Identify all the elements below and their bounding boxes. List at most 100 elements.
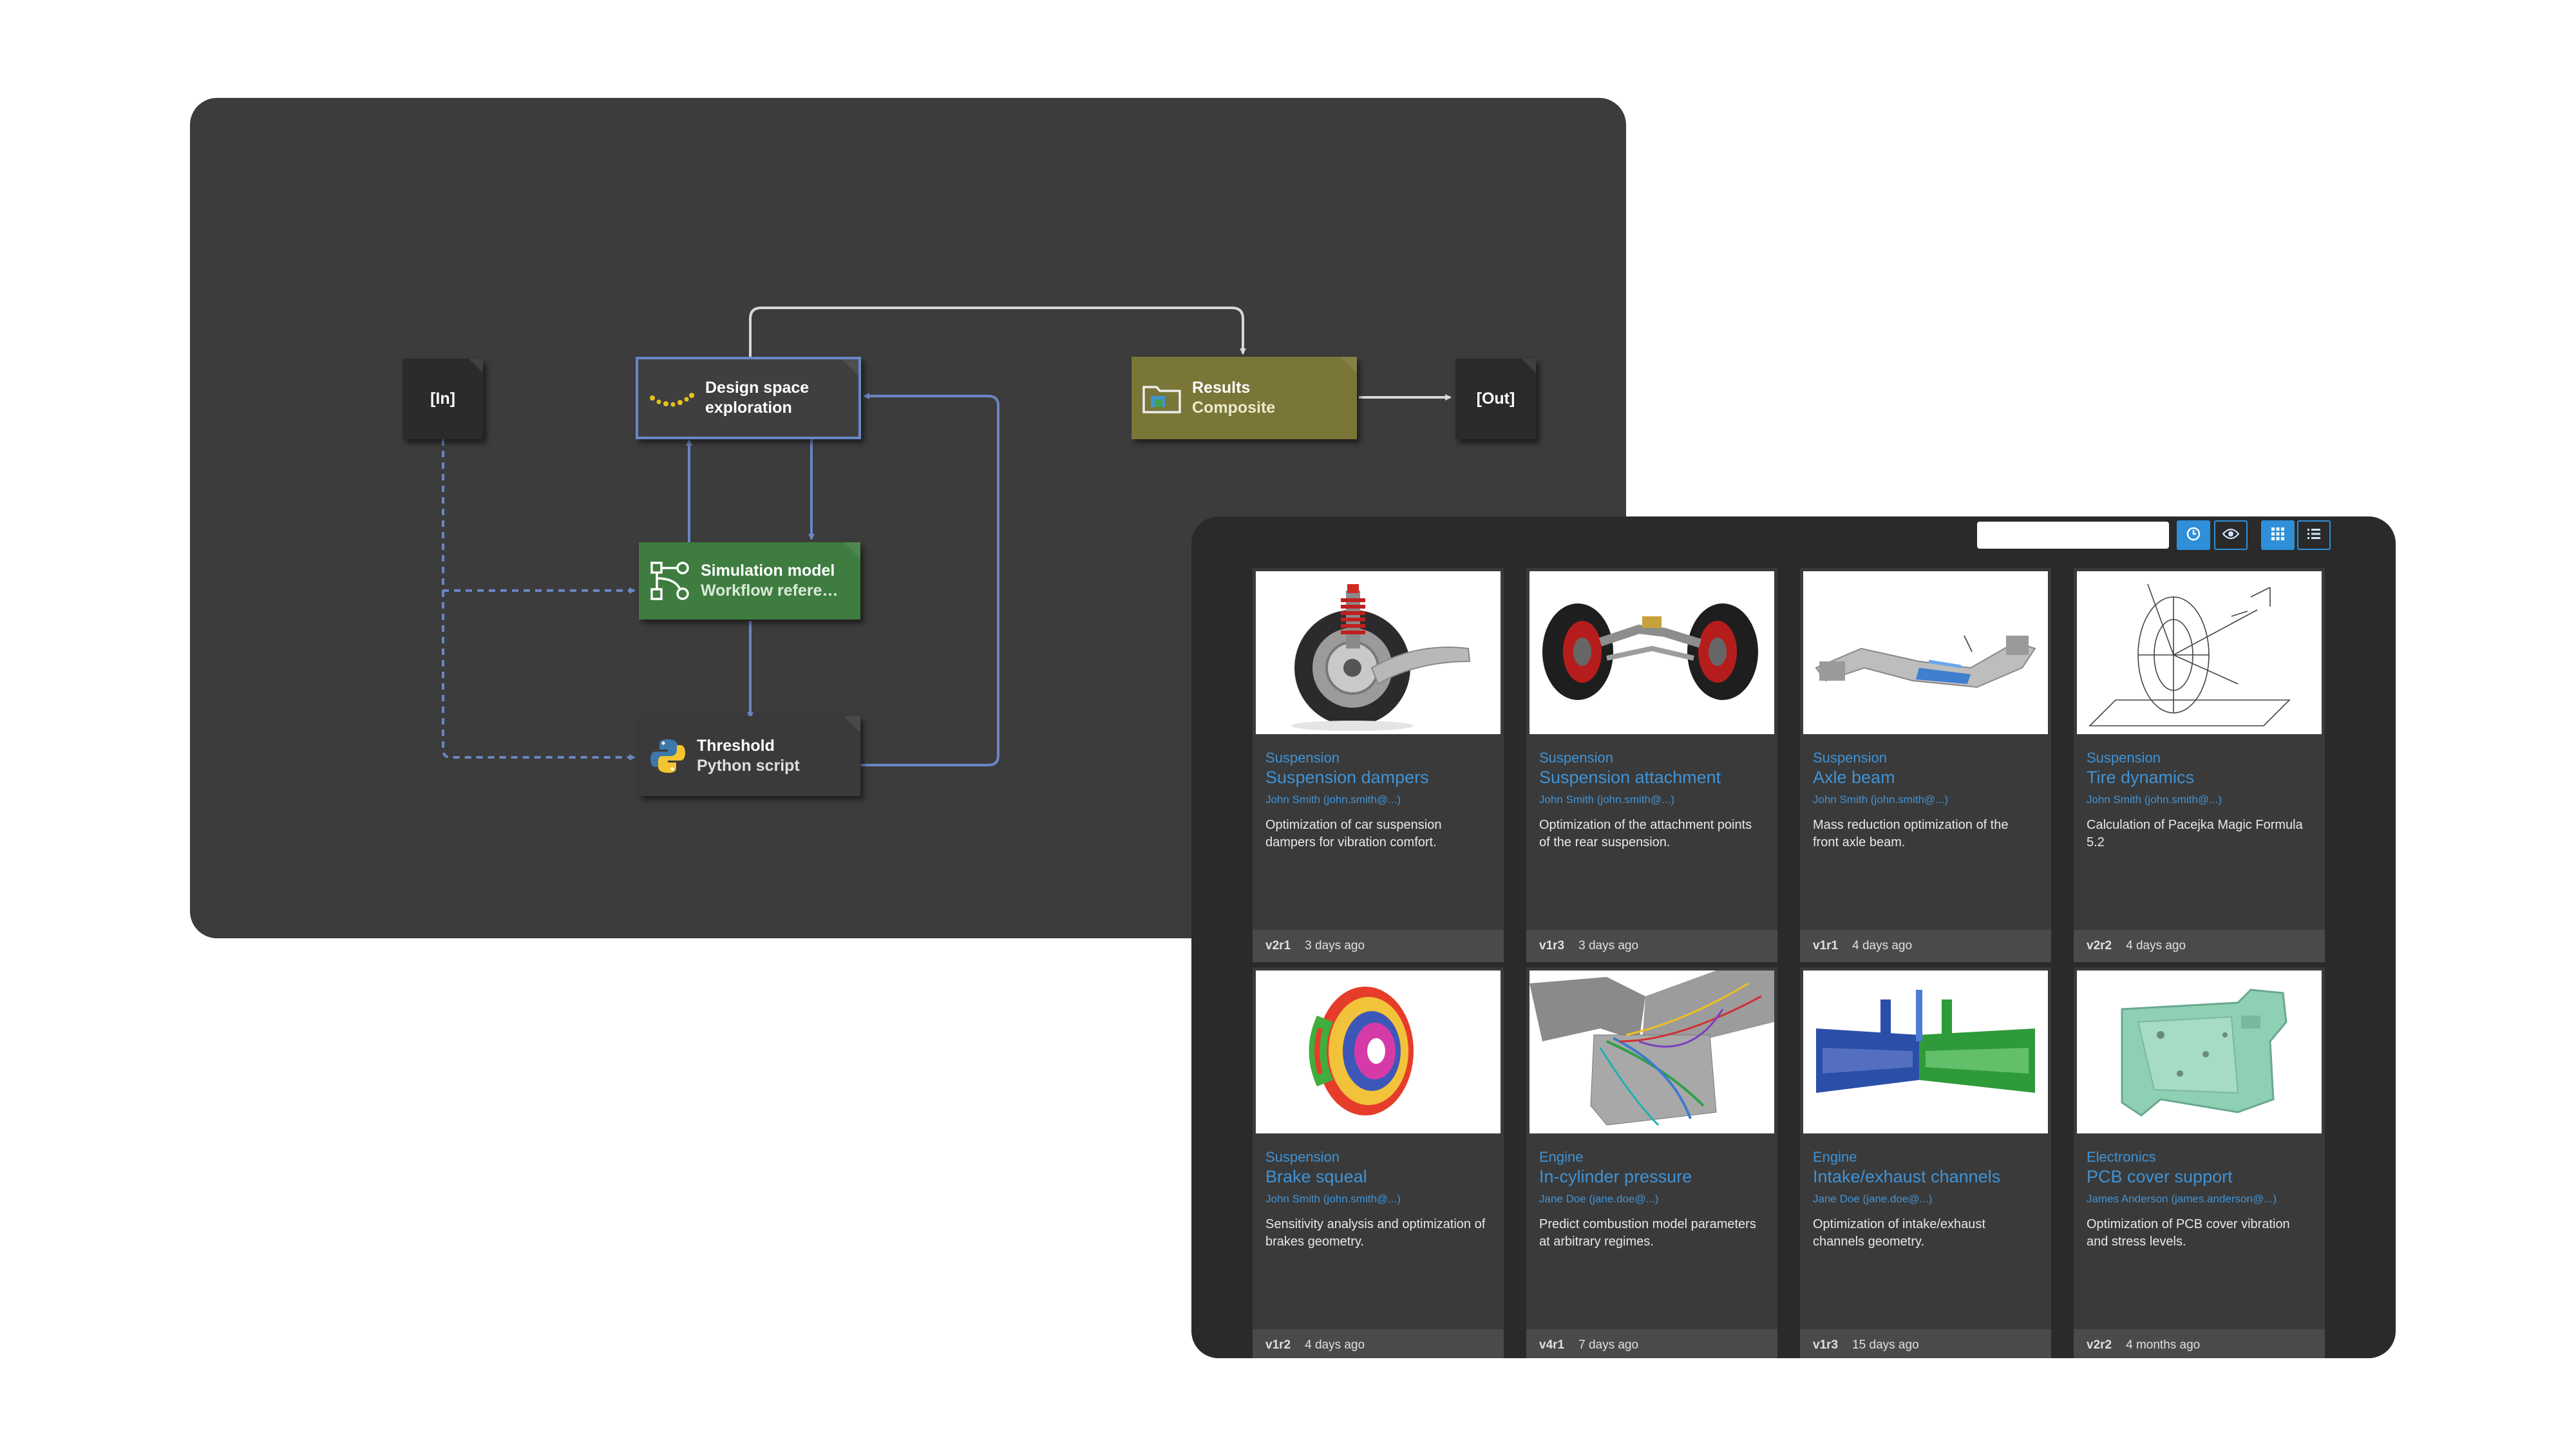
node-results-composite[interactable]: Results Composite xyxy=(1132,357,1357,439)
thumbnail-brake xyxy=(1256,971,1501,1133)
node-simulation-model[interactable]: Simulation model Workflow refere… xyxy=(639,542,860,620)
node-subtitle: Composite xyxy=(1192,399,1276,417)
project-card[interactable]: Electronics PCB cover support James Ande… xyxy=(2074,967,2325,1358)
node-design-space-exploration[interactable]: Design space exploration xyxy=(636,357,861,439)
card-title[interactable]: Intake/exhaust channels xyxy=(1813,1167,2001,1186)
thumbnail-tire-diagram xyxy=(2077,571,2322,734)
thumbnail-axle-beam xyxy=(1803,571,2048,734)
card-category[interactable]: Suspension xyxy=(1539,750,1613,766)
list-view-button[interactable] xyxy=(2297,520,2331,550)
folder-image-icon xyxy=(1142,382,1182,414)
card-author[interactable]: Jane Doe (jane.doe@...) xyxy=(1813,1193,1933,1205)
node-subtitle: exploration xyxy=(705,399,792,417)
card-author[interactable]: Jane Doe (jane.doe@...) xyxy=(1539,1193,1659,1205)
scatter-dots-icon xyxy=(649,385,695,411)
project-card[interactable]: Suspension Brake squeal John Smith (john… xyxy=(1253,967,1504,1358)
card-title[interactable]: Suspension dampers xyxy=(1265,768,1429,787)
python-icon xyxy=(649,737,687,775)
card-time: 15 days ago xyxy=(1852,1338,1919,1352)
card-version: v4r1 xyxy=(1539,1338,1565,1352)
thumbnail-axle-wheels xyxy=(1530,571,1774,734)
project-catalog: Suspension Suspension dampers John Smith… xyxy=(1191,516,2396,1358)
card-time: 4 days ago xyxy=(2126,939,2186,952)
wire-threshold-to-design xyxy=(860,393,999,766)
wire-in-to-sim xyxy=(442,439,636,594)
card-version: v2r2 xyxy=(2087,1338,2112,1352)
output-port[interactable]: [Out] xyxy=(1455,359,1536,439)
card-description: Sensitivity analysis and optimization of… xyxy=(1265,1217,1486,1249)
input-port[interactable]: [In] xyxy=(402,359,483,439)
card-footer: v2r1 3 days ago xyxy=(1253,930,1504,962)
recent-filter-button[interactable] xyxy=(2177,520,2210,550)
node-subtitle: Workflow refere… xyxy=(701,582,838,600)
thumbnail-channels xyxy=(1803,971,2048,1133)
node-title: Results xyxy=(1192,379,1251,397)
project-card[interactable]: Engine Intake/exhaust channels Jane Doe … xyxy=(1800,967,2051,1358)
card-time: 7 days ago xyxy=(1578,1338,1639,1352)
card-category[interactable]: Suspension xyxy=(2087,750,2161,766)
card-description: Predict combustion model parameters at a… xyxy=(1539,1217,1756,1249)
project-card[interactable]: Suspension Suspension attachment John Sm… xyxy=(1526,568,1777,962)
node-title: Simulation model xyxy=(701,562,835,580)
card-category[interactable]: Engine xyxy=(1539,1149,1584,1165)
card-title[interactable]: Brake squeal xyxy=(1265,1167,1367,1186)
card-description: Optimization of car suspension dampers f… xyxy=(1265,818,1442,849)
card-time: 3 days ago xyxy=(1305,939,1365,952)
card-author[interactable]: John Smith (john.smith@...) xyxy=(1813,793,1948,806)
card-footer: v2r2 4 days ago xyxy=(2074,930,2325,962)
card-footer: v1r2 4 days ago xyxy=(1253,1329,1504,1358)
workflow-connections xyxy=(442,307,1452,766)
card-title[interactable]: In-cylinder pressure xyxy=(1539,1167,1692,1186)
card-footer: v2r2 4 months ago xyxy=(2074,1329,2325,1358)
card-category[interactable]: Suspension xyxy=(1265,750,1340,766)
card-category[interactable]: Suspension xyxy=(1813,750,1887,766)
card-time: 4 days ago xyxy=(1852,939,1913,952)
card-time: 3 days ago xyxy=(1578,939,1639,952)
list-view-icon xyxy=(2307,527,2321,544)
card-version: v1r1 xyxy=(1813,939,1839,952)
card-author[interactable]: John Smith (john.smith@...) xyxy=(1265,1193,1401,1205)
card-footer: v1r1 4 days ago xyxy=(1800,930,2051,962)
card-footer: v1r3 3 days ago xyxy=(1526,930,1777,962)
node-title: Design space xyxy=(705,379,810,397)
card-description: Optimization of PCB cover vibration and … xyxy=(2087,1217,2290,1249)
card-version: v1r3 xyxy=(1813,1338,1839,1352)
grid-view-icon xyxy=(2271,527,2285,544)
project-card[interactable]: Suspension Suspension dampers John Smith… xyxy=(1253,568,1504,962)
card-title[interactable]: Tire dynamics xyxy=(2087,768,2195,787)
card-author[interactable]: John Smith (john.smith@...) xyxy=(2087,793,2222,806)
wire-in-to-threshold xyxy=(442,591,636,761)
card-version: v1r3 xyxy=(1539,939,1565,952)
clock-icon xyxy=(2186,526,2201,545)
card-description: Optimization of the attachment points of… xyxy=(1539,818,1752,849)
eye-icon xyxy=(2222,527,2240,544)
thumbnail-damper xyxy=(1256,571,1501,734)
card-time: 4 months ago xyxy=(2126,1338,2201,1352)
watched-filter-button[interactable] xyxy=(2214,520,2248,550)
card-description: Calculation of Pacejka Magic Formula 5.2 xyxy=(2087,818,2303,849)
card-title[interactable]: PCB cover support xyxy=(2087,1167,2233,1186)
card-author[interactable]: John Smith (john.smith@...) xyxy=(1539,793,1674,806)
card-footer: v1r3 15 days ago xyxy=(1800,1329,2051,1358)
wire-design-to-results xyxy=(749,307,1246,357)
card-category[interactable]: Engine xyxy=(1813,1149,1857,1165)
card-category[interactable]: Suspension xyxy=(1265,1149,1340,1165)
grid-view-button[interactable] xyxy=(2261,520,2295,550)
card-category[interactable]: Electronics xyxy=(2087,1149,2156,1165)
card-version: v1r2 xyxy=(1265,1338,1291,1352)
input-port-label: [In] xyxy=(430,390,455,408)
project-card[interactable]: Suspension Axle beam John Smith (john.sm… xyxy=(1800,568,2051,962)
project-card[interactable]: Engine In-cylinder pressure Jane Doe (ja… xyxy=(1526,967,1777,1358)
node-threshold[interactable]: Threshold Python script xyxy=(639,716,860,796)
card-version: v2r2 xyxy=(2087,939,2112,952)
card-title[interactable]: Suspension attachment xyxy=(1539,768,1721,787)
search-input[interactable] xyxy=(1977,522,2169,549)
card-author[interactable]: John Smith (john.smith@...) xyxy=(1265,793,1401,806)
card-author[interactable]: James Anderson (james.anderson@...) xyxy=(2087,1193,2277,1205)
card-title[interactable]: Axle beam xyxy=(1813,768,1895,787)
project-card[interactable]: Suspension Tire dynamics John Smith (joh… xyxy=(2074,568,2325,962)
node-title: Threshold xyxy=(697,737,775,755)
card-time: 4 days ago xyxy=(1305,1338,1365,1352)
card-description: Mass reduction optimization of the front… xyxy=(1813,818,2009,849)
card-version: v2r1 xyxy=(1265,939,1291,952)
